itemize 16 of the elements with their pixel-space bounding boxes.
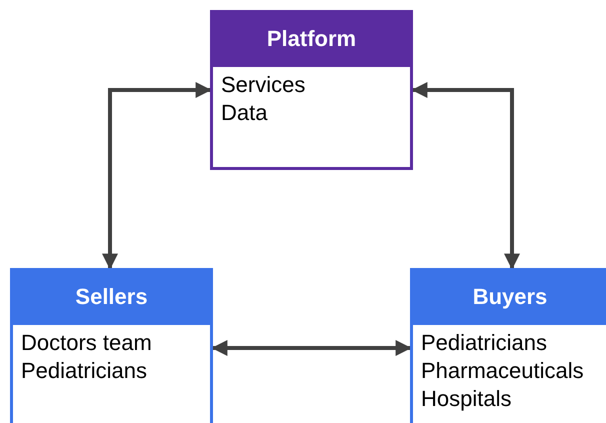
double-arrow	[211, 340, 412, 356]
box-header: Platform	[210, 10, 413, 67]
list-item: Pharmaceuticals	[420, 357, 584, 385]
list-item: Data	[220, 99, 268, 127]
list-item: Services	[220, 71, 306, 99]
list-item: Hospitals	[420, 385, 512, 413]
double-arrow	[102, 82, 212, 270]
entity-box	[210, 10, 413, 170]
list-item: Doctors team	[20, 329, 152, 357]
box-header: Sellers	[10, 268, 213, 325]
list-item: Pediatricians	[20, 357, 147, 385]
box-header: Buyers	[410, 268, 606, 325]
entity-box	[410, 268, 606, 423]
entity-box	[10, 268, 213, 423]
list-item: Pediatricians	[420, 329, 547, 357]
double-arrow	[411, 82, 520, 270]
